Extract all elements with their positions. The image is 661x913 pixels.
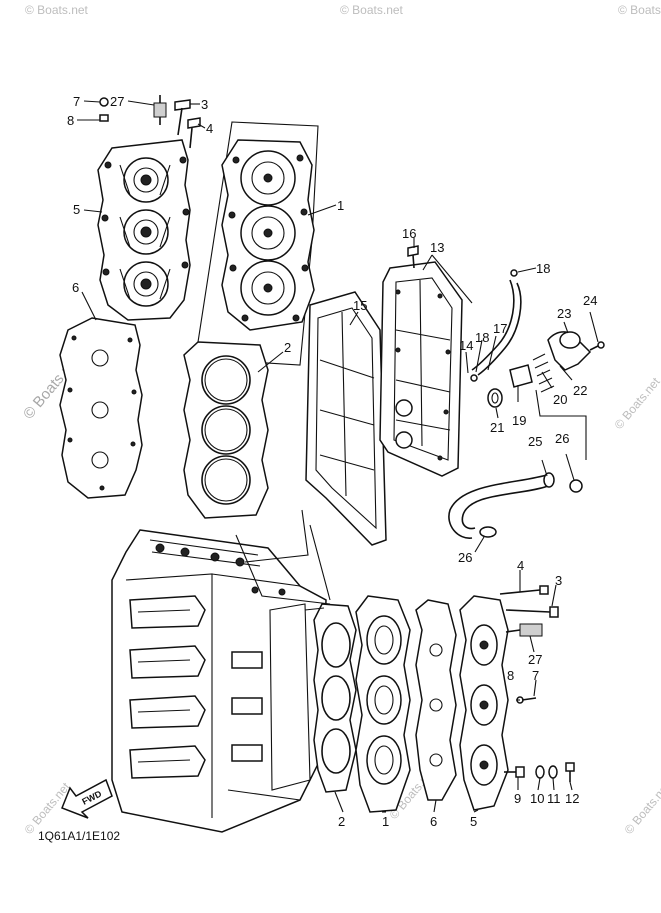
callout-1-top: 1 [337,198,344,213]
cylinder-head-lower [355,595,411,813]
bolt-16 [407,245,419,269]
callout-22: 22 [573,383,587,398]
callout-12: 12 [565,791,579,806]
callout-10: 10 [530,791,544,806]
callout-2-top: 2 [284,340,291,355]
callout-numbers: 7 8 27 3 4 5 6 1 2 16 13 15 14 18 17 18 … [67,94,597,829]
leader-lines [77,100,599,813]
callout-24: 24 [583,293,597,308]
callout-8-top: 8 [67,113,74,128]
cylinder-block [111,529,327,833]
callout-19: 19 [512,413,526,428]
callout-4-top: 4 [206,121,213,136]
callout-8-lower: 8 [507,668,514,683]
head-cover-lower [459,595,509,811]
callout-3-top: 3 [201,97,208,112]
hose-assembly [448,472,583,539]
callout-6-lower: 6 [430,814,437,829]
cylinder-head-upper [195,121,319,366]
callout-2-lower: 2 [338,814,345,829]
callout-26-right: 26 [555,431,569,446]
callout-11: 11 [547,791,561,806]
callout-27-lower: 27 [528,652,542,667]
fwd-arrow: FWD [61,778,113,819]
callout-17: 17 [493,321,507,336]
thermostat-assembly [470,269,605,408]
water-jacket-cover [379,261,463,477]
diagram-code: 1Q61A1/1E102 [38,829,120,843]
callout-18-upper: 18 [536,261,550,276]
head-gasket-lower [313,603,357,793]
callout-26-left: 26 [458,550,472,565]
callout-13: 13 [430,240,444,255]
callout-27-top: 27 [110,94,124,109]
cover-gasket-lower [415,599,457,801]
callout-25: 25 [528,434,542,449]
callout-3-lower: 3 [555,573,562,588]
callout-16: 16 [402,226,416,241]
callout-5-lower: 5 [470,814,477,829]
watermark-right-diagonal: © Boats.net [612,374,661,432]
cover-gasket-left [59,317,143,499]
callout-23: 23 [557,306,571,321]
callout-7-top: 7 [73,94,80,109]
watermark-bottom-right: © Boats.net [622,779,661,837]
callout-20: 20 [553,392,567,407]
watermark-top-left: © Boats.net [25,3,89,17]
watermark-top-right: © Boats.net [618,3,661,17]
water-jacket-gasket [305,291,387,546]
callout-6-top: 6 [72,280,79,295]
callout-5-top: 5 [73,202,80,217]
callout-4-lower: 4 [517,558,524,573]
head-cover-upper [97,139,191,321]
callout-15: 15 [353,298,367,313]
lower-fasteners [499,585,575,782]
callout-21: 21 [490,420,504,435]
head-gasket-upper [183,341,269,519]
callout-1-lower: 1 [382,814,389,829]
callout-18-lower: 18 [475,330,489,345]
callout-9: 9 [514,791,521,806]
callout-7-lower: 7 [532,668,539,683]
watermark-top-center: © Boats.net [340,3,404,17]
callout-14: 14 [459,338,473,353]
